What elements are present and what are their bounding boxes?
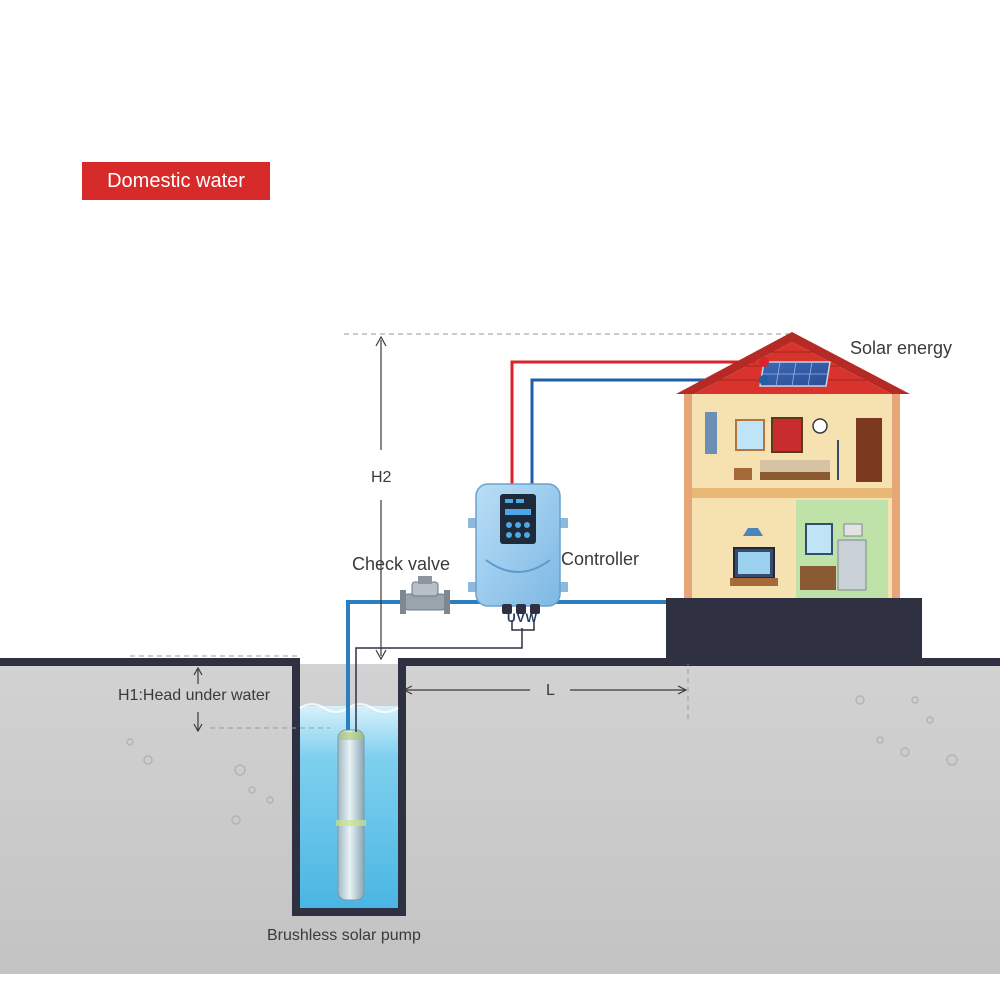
l-label: L xyxy=(546,683,555,699)
house xyxy=(684,390,900,598)
solar-panel xyxy=(759,357,830,386)
uvw-label: UVW xyxy=(507,612,538,624)
domestic-water-badge: Domestic water xyxy=(82,162,270,200)
house-foundation xyxy=(666,598,922,664)
pump xyxy=(336,730,366,900)
solar-energy-label: Solar energy xyxy=(850,339,952,357)
check-valve xyxy=(400,576,450,614)
controller-label: Controller xyxy=(561,550,639,568)
h2-label: H2 xyxy=(371,470,391,486)
controller xyxy=(468,484,568,614)
h1-label: H1:Head under water xyxy=(118,688,270,704)
pump-label: Brushless solar pump xyxy=(267,928,421,944)
ground xyxy=(0,662,1000,974)
h2-dimension-arrow xyxy=(376,337,386,659)
check-valve-label: Check valve xyxy=(352,555,450,573)
